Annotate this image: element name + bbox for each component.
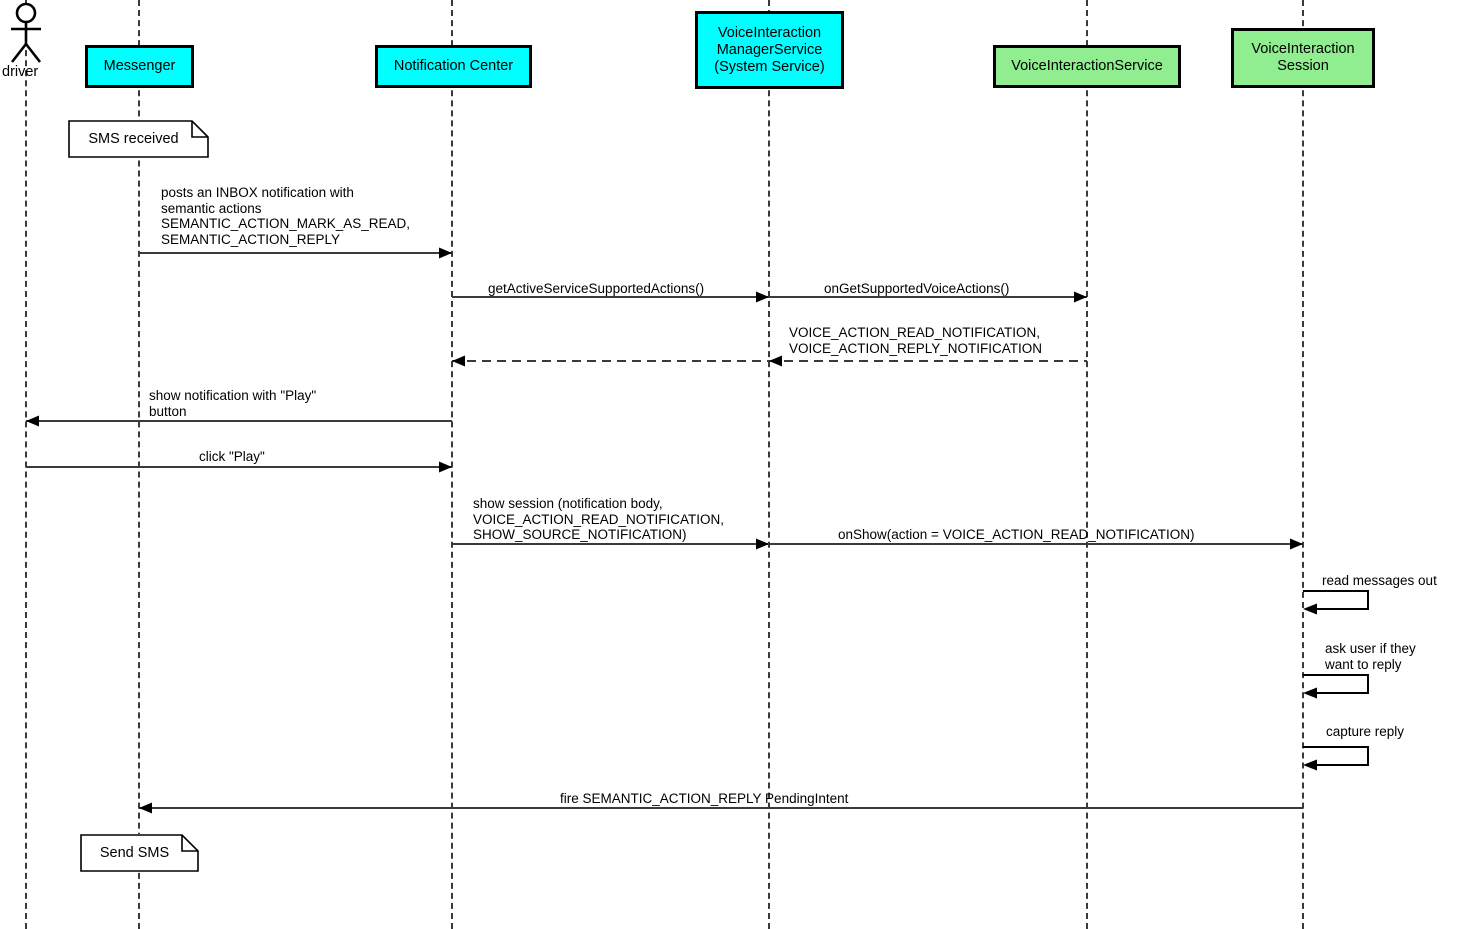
lifeline-session: [1302, 0, 1304, 929]
participant-label-vis: VoiceInteractionService: [1011, 58, 1163, 74]
actor-label-driver: driver: [2, 64, 39, 80]
participant-box-vims[interactable]: VoiceInteraction ManagerService (System …: [695, 11, 844, 89]
message-label-msg-on-get-supported-voice-actions: onGetSupportedVoiceActions(): [824, 281, 1010, 296]
self-message-self-capture-reply[interactable]: [1303, 745, 1372, 775]
message-msg-show-session[interactable]: [452, 536, 769, 552]
self-message-label-self-capture-reply: capture reply: [1326, 724, 1405, 739]
message-label-msg-click-play: click "Play": [199, 449, 265, 464]
message-msg-get-active-service-supported-actions[interactable]: [452, 289, 769, 305]
lifeline-vims: [768, 0, 770, 929]
message-msg-fire-reply-pending-intent[interactable]: [139, 800, 1303, 816]
message-label-msg-on-show: onShow(action = VOICE_ACTION_READ_NOTIFI…: [838, 527, 1195, 542]
participant-label-messenger: Messenger: [103, 58, 176, 74]
message-msg-on-show[interactable]: [769, 536, 1303, 552]
participant-box-notification-center[interactable]: Notification Center: [375, 45, 532, 88]
note-note-send-sms: Send SMS: [80, 834, 199, 872]
participant-label-vims: VoiceInteraction ManagerService (System …: [714, 24, 825, 75]
lifeline-notification-center: [451, 0, 453, 929]
note-note-sms-received: SMS received: [68, 120, 209, 158]
self-message-self-ask-user-reply[interactable]: [1303, 673, 1372, 703]
message-label-msg-get-active-service-supported-actions: getActiveServiceSupportedActions(): [488, 281, 705, 296]
message-msg-show-notification-play[interactable]: [26, 413, 452, 429]
participant-label-session: VoiceInteraction Session: [1251, 41, 1355, 74]
participant-box-session[interactable]: VoiceInteraction Session: [1231, 28, 1375, 88]
lifeline-vis: [1086, 0, 1088, 929]
message-msg-on-get-supported-voice-actions[interactable]: [769, 289, 1087, 305]
self-message-label-self-ask-user-reply: ask user if they want to reply: [1325, 641, 1416, 672]
self-message-label-self-read-messages-out: read messages out: [1322, 573, 1437, 588]
message-msg-click-play[interactable]: [26, 459, 452, 475]
message-label-msg-fire-reply-pending-intent: fire SEMANTIC_ACTION_REPLY PendingIntent: [560, 791, 849, 806]
message-label-msg-post-notification: posts an INBOX notification with semanti…: [161, 185, 411, 247]
participant-box-messenger[interactable]: Messenger: [85, 45, 194, 88]
participant-box-vis[interactable]: VoiceInteractionService: [993, 45, 1181, 88]
actor-driver: [4, 2, 48, 69]
message-label-msg-show-notification-play: show notification with "Play" button: [149, 388, 317, 419]
participant-label-notification-center: Notification Center: [393, 58, 514, 74]
message-label-msg-return-voice-actions-to-vims: VOICE_ACTION_READ_NOTIFICATION, VOICE_AC…: [789, 325, 1043, 356]
message-label-msg-show-session: show session (notification body, VOICE_A…: [473, 496, 725, 542]
message-msg-return-voice-actions-to-notification-center[interactable]: [452, 353, 769, 369]
message-msg-post-notification[interactable]: [139, 245, 452, 261]
note-text-note-sms-received: SMS received: [88, 131, 179, 147]
note-text-note-send-sms: Send SMS: [99, 845, 170, 861]
lifeline-messenger: [138, 0, 140, 929]
lifeline-driver: [25, 0, 27, 929]
self-message-self-read-messages-out[interactable]: [1303, 589, 1372, 619]
message-msg-return-voice-actions-to-vims[interactable]: [769, 353, 1087, 369]
